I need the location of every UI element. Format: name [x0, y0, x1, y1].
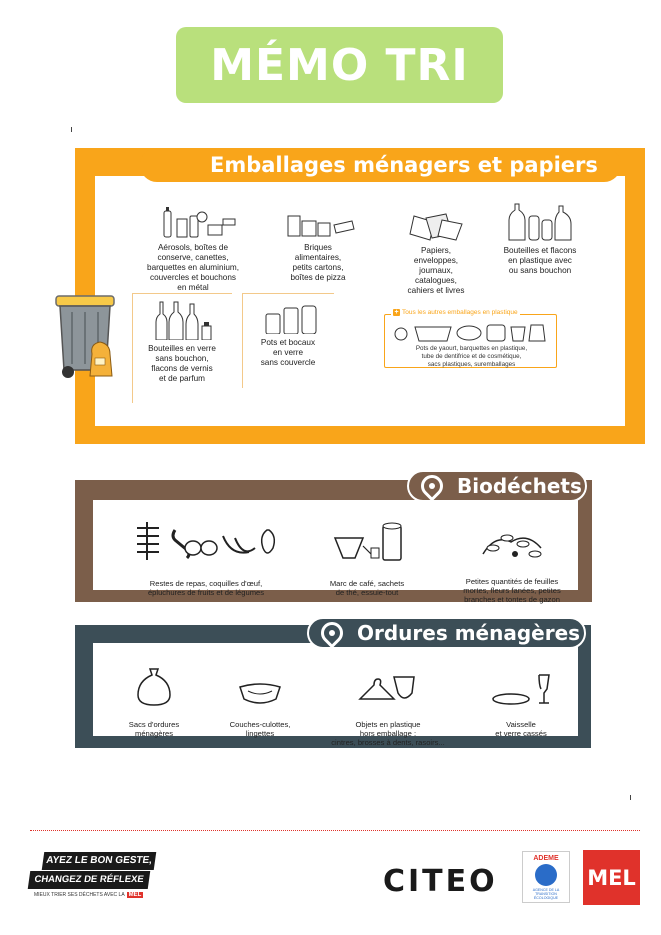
slogan-line-1: AYEZ LE BON GESTE,	[41, 852, 157, 870]
ademe-logo: ADEME AGENCE DE LA TRANSITION ÉCOLOGIQUE	[522, 851, 570, 903]
page-title: MÉMO TRI	[210, 39, 469, 91]
glass-bottle-box	[132, 293, 232, 403]
household-label: Sacs d'ordures ménagères	[128, 720, 180, 738]
other-plastics-text: Pots de yaourt, barquettes en plastique,…	[415, 345, 528, 368]
citeo-logo: CITEO	[383, 864, 498, 899]
recyclables-title: Emballages ménagers et papiers	[210, 153, 598, 177]
plastic-packaging-icon	[393, 321, 549, 348]
biowaste-label: Petites quantités de feuilles mortes, fl…	[463, 577, 561, 604]
biowaste-header: Biodéchets	[407, 470, 587, 502]
household-item-plastic-object: Objets en plastique hors emballage : cin…	[322, 664, 454, 756]
ademe-subtitle: AGENCE DE LA TRANSITION ÉCOLOGIQUE	[532, 888, 560, 901]
glass-jar-icon	[246, 304, 330, 334]
plastic-bottle-icon	[498, 200, 582, 242]
recyclable-item-paper: Papiers, enveloppes, journaux, catalogue…	[398, 212, 474, 296]
trash-bag-icon	[120, 663, 188, 707]
other-plastics-label: + Tous les autres emballages en plastiqu…	[391, 309, 520, 316]
other-plastics-title: Tous les autres emballages en plastique	[402, 309, 518, 316]
ademe-name: ADEME	[533, 855, 559, 862]
glass-bottle-icon	[136, 300, 228, 340]
slogan-subtext-label: MIEUX TRIER SES DÉCHETS AVEC LA	[34, 892, 125, 898]
biowaste-item-garden: Petites quantités de feuilles mortes, fl…	[452, 510, 572, 613]
yellow-bin-icon	[52, 288, 120, 384]
slogan-subtext: MIEUX TRIER SES DÉCHETS AVEC LA MEL	[34, 892, 144, 898]
recyclable-label: Aérosols, boîtes de conserve, canettes, …	[147, 243, 239, 292]
recyclable-item-carton: Briques alimentaires, petits cartons, bo…	[272, 213, 364, 283]
household-item-bag: Sacs d'ordures ménagères	[120, 654, 188, 747]
recyclables-header: Emballages ménagers et papiers	[140, 148, 621, 182]
glass-label: Pots et bocaux en verre sans couvercle	[260, 338, 316, 367]
mel-mini-logo: MEL	[126, 892, 144, 898]
crop-mark	[71, 127, 72, 132]
mel-logo: MEL	[583, 850, 640, 905]
biowaste-title: Biodéchets	[457, 474, 582, 498]
glass-item-bottle: Bouteilles en verre sans bouchon, flacon…	[136, 300, 228, 384]
globe-icon	[535, 864, 557, 886]
recyclable-label: Papiers, enveloppes, journaux, catalogue…	[407, 246, 465, 295]
slogan-badge: AYEZ LE BON GESTE, CHANGEZ DE RÉFLEXE	[27, 852, 157, 892]
garden-waste-icon	[452, 519, 572, 562]
recyclable-label: Briques alimentaires, petits cartons, bo…	[290, 243, 346, 282]
coffee-tea-icon	[315, 519, 419, 564]
glass-item-jar: Pots et bocaux en verre sans couvercle	[246, 304, 330, 368]
hanger-icon	[322, 673, 454, 707]
plus-icon: +	[393, 309, 400, 316]
diaper-icon	[222, 677, 298, 707]
household-title: Ordures ménagères	[357, 621, 581, 645]
recyclable-label: Bouteilles et flacons en plastique avec …	[503, 246, 577, 275]
other-plastics-box: + Tous les autres emballages en plastiqu…	[384, 309, 557, 368]
biowaste-item-coffee: Marc de café, sachets de thé, essuie-tou…	[315, 510, 419, 606]
household-label: Vaisselle et verre cassés	[495, 720, 547, 738]
recyclable-item-metal: Aérosols, boîtes de conserve, canettes, …	[143, 205, 243, 293]
biowaste-label: Marc de café, sachets de thé, essuie-tou…	[329, 579, 405, 597]
crop-mark	[630, 795, 631, 800]
location-pin-icon	[316, 617, 348, 649]
biowaste-panel	[93, 500, 578, 590]
slogan-line-2: CHANGEZ DE RÉFLEXE	[27, 871, 151, 889]
household-item-dishes: Vaisselle et verre cassés	[480, 660, 562, 747]
metal-packaging-icon	[143, 205, 243, 239]
household-header: Ordures ménagères	[307, 617, 586, 649]
footer-divider	[30, 830, 640, 831]
broken-dish-icon	[480, 669, 562, 707]
glass-label: Bouteilles en verre sans bouchon, flacon…	[148, 344, 216, 383]
location-pin-icon	[416, 470, 448, 502]
title-banner: MÉMO TRI	[176, 27, 503, 103]
paper-icon	[398, 212, 474, 242]
biowaste-label: Restes de repas, coquilles d'œuf, épluch…	[147, 579, 265, 597]
recyclable-item-plastic-bottle: Bouteilles et flacons en plastique avec …	[498, 200, 582, 276]
household-panel	[93, 643, 578, 736]
food-scraps-icon	[122, 514, 290, 564]
household-label: Couches-culottes, lingettes	[229, 720, 291, 738]
household-label: Objets en plastique hors emballage : cin…	[331, 720, 445, 747]
biowaste-item-food: Restes de repas, coquilles d'œuf, épluch…	[122, 505, 290, 606]
household-item-diaper: Couches-culottes, lingettes	[222, 668, 298, 747]
carton-icon	[272, 213, 364, 239]
